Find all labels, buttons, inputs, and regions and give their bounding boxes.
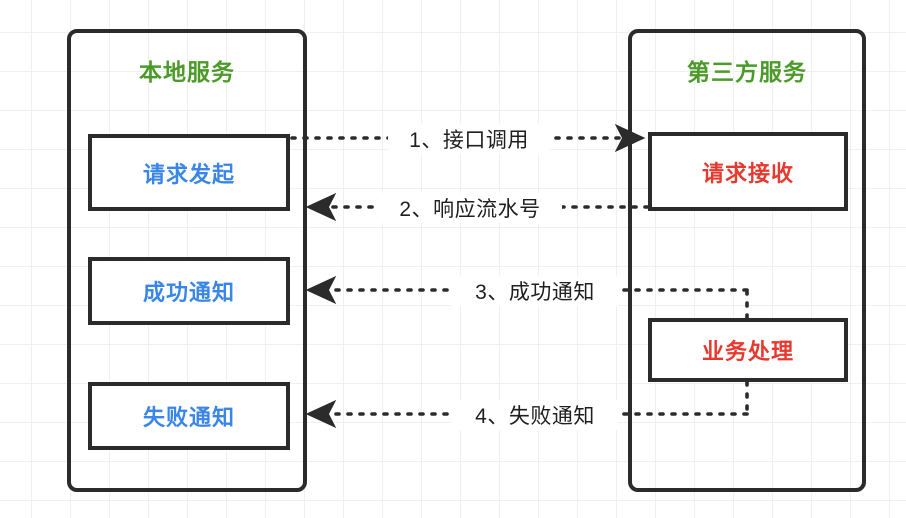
node-business-process-label: 业务处理 — [701, 339, 794, 364]
lane-third-party-service-title: 第三方服务 — [687, 59, 807, 85]
node-business-process[interactable]: 业务处理 — [648, 318, 848, 382]
lane-local-service — [67, 29, 307, 492]
lane-local-service-title: 本地服务 — [139, 59, 235, 85]
edge-1-label: 1、接口调用 — [388, 124, 550, 154]
node-request-initiate-label: 请求发起 — [142, 161, 235, 187]
node-request-receive-label: 请求接收 — [701, 160, 794, 186]
lane-third-party-service — [628, 29, 866, 492]
node-success-notice[interactable]: 成功通知 — [88, 257, 290, 325]
node-request-receive[interactable]: 请求接收 — [648, 132, 848, 211]
edge-4-label: 4、失败通知 — [452, 400, 618, 430]
node-success-notice-label: 成功通知 — [142, 280, 235, 305]
edge-2-label: 2、响应流水号 — [378, 193, 562, 223]
node-request-initiate[interactable]: 请求发起 — [88, 134, 290, 211]
edge-3-label: 3、成功通知 — [452, 276, 618, 306]
node-failure-notice-label: 失败通知 — [142, 405, 235, 430]
node-failure-notice[interactable]: 失败通知 — [88, 382, 290, 450]
